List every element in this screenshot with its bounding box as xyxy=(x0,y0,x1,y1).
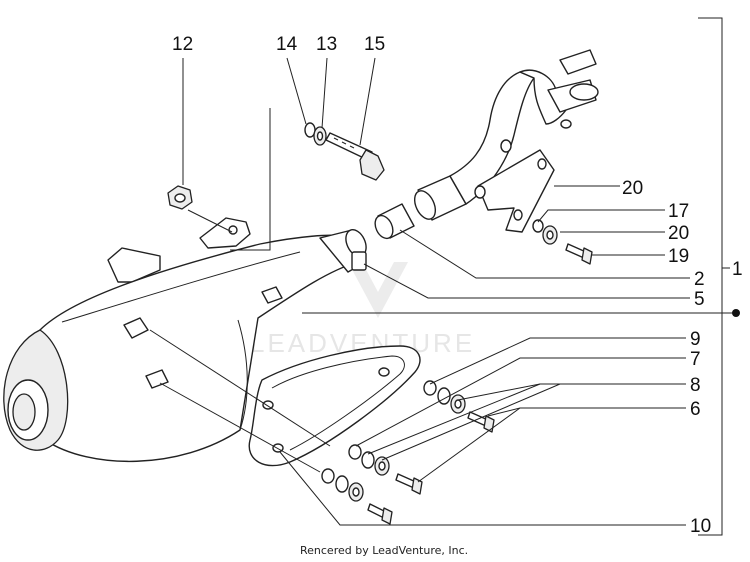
spacer-9-lower[interactable] xyxy=(321,468,335,484)
exhaust-pipe[interactable] xyxy=(411,49,599,233)
callout-9[interactable]: 9 xyxy=(690,329,701,350)
callout-1[interactable]: 1 xyxy=(732,259,743,280)
callout-7[interactable]: 7 xyxy=(690,349,701,370)
screw-6-lower[interactable] xyxy=(367,503,393,525)
bolt-15[interactable] xyxy=(325,132,385,181)
spacer-9-middle[interactable] xyxy=(348,444,362,460)
washer-8-middle[interactable] xyxy=(374,456,390,476)
callout-13[interactable]: 13 xyxy=(316,34,337,55)
callout-19[interactable]: 19 xyxy=(668,246,689,267)
callout-20-lower[interactable]: 20 xyxy=(668,223,689,244)
callout-10[interactable]: 10 xyxy=(690,516,711,537)
spacer-9-upper[interactable] xyxy=(423,380,437,396)
callout-15[interactable]: 15 xyxy=(364,34,385,55)
callout-2[interactable]: 2 xyxy=(694,269,705,290)
reference-dot-icon xyxy=(732,309,740,317)
callout-20-upper[interactable]: 20 xyxy=(622,178,643,199)
washer-17[interactable] xyxy=(532,219,544,233)
exhaust-gasket-sleeve[interactable] xyxy=(372,203,415,241)
washer-13[interactable] xyxy=(313,126,327,146)
grommet-7-lower[interactable] xyxy=(335,475,349,493)
washer-8-upper[interactable] xyxy=(450,394,466,414)
callout-6[interactable]: 6 xyxy=(690,399,701,420)
callout-labels: 12 14 13 15 20 17 20 19 2 5 1 9 7 8 6 10 xyxy=(172,34,743,537)
callout-12[interactable]: 12 xyxy=(172,34,193,55)
leader-lines xyxy=(149,17,736,536)
callout-8[interactable]: 8 xyxy=(690,375,701,396)
washer-8-lower[interactable] xyxy=(348,482,364,502)
grommet-7-middle[interactable] xyxy=(361,451,375,469)
screw-6-middle[interactable] xyxy=(395,473,423,495)
render-credit: Rencered by LeadVenture, Inc. xyxy=(300,544,468,557)
callout-14[interactable]: 14 xyxy=(276,34,298,55)
washer-20[interactable] xyxy=(542,225,558,245)
callout-17[interactable]: 17 xyxy=(668,201,689,222)
screw-19[interactable] xyxy=(565,243,593,265)
exhaust-clamp[interactable] xyxy=(342,227,370,271)
heat-shield[interactable] xyxy=(248,345,421,467)
callout-5[interactable]: 5 xyxy=(694,289,705,310)
nut-12[interactable] xyxy=(167,185,193,210)
